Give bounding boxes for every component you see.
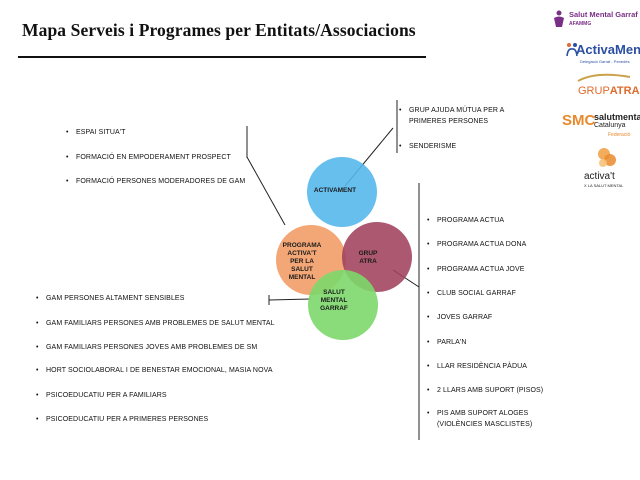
connector-programa bbox=[246, 156, 286, 226]
list-item: LLAR RESIDÈNCIA PÀDUA bbox=[427, 362, 527, 373]
activat-logo: activa't X LA SALUT MENTAL bbox=[578, 146, 636, 196]
bubble-label-salut-mental-garraf: SALUT MENTAL GARRAF bbox=[320, 289, 348, 312]
title-underline bbox=[18, 56, 426, 58]
list-item: PARLA'N bbox=[427, 338, 467, 349]
logo-text: Salut Mental Garraf bbox=[569, 10, 638, 19]
logo-text-atra: ATRA bbox=[609, 85, 640, 97]
logo-subtext: Delegació Garraf - Penedès bbox=[580, 59, 630, 64]
list-item: SENDERISME bbox=[399, 142, 456, 153]
grup-atra-logo: GRUPATRA bbox=[574, 73, 640, 99]
activament-logo: ActivaMent Delegació Garraf - Penedès bbox=[566, 40, 640, 68]
logo-region: Catalunya bbox=[594, 122, 626, 129]
list-item: GAM FAMILIARS PERSONES AMB PROBLEMES DE … bbox=[36, 319, 275, 330]
list-item: HORT SOCIOLABORAL I DE BENESTAR EMOCIONA… bbox=[36, 366, 273, 377]
page-title: Mapa Serveis i Programes per Entitats/As… bbox=[22, 20, 416, 40]
salut-mental-catalunya-logo: SMC salutmental Catalunya Federació bbox=[562, 109, 640, 141]
list-item: PROGRAMA ACTUA DONA bbox=[427, 240, 526, 251]
logo-subtext: AFAMMG bbox=[569, 21, 592, 27]
bubble-label-programa: PROGRAMA ACTIVA'T PER LA SALUT MENTAL bbox=[282, 242, 322, 281]
list-item: ESPAI SITUA'T bbox=[66, 128, 126, 139]
logo-text: activa't bbox=[584, 171, 615, 182]
circles-icon bbox=[598, 148, 616, 167]
list-item: PSICOEDUCATIU PER A FAMILIARS bbox=[36, 391, 167, 402]
heart-person-icon bbox=[554, 10, 564, 27]
connector-salut-mental-garraf bbox=[268, 298, 312, 301]
logo-text: GRUPATRA bbox=[578, 85, 640, 97]
list-item: PIS AMB SUPORT ALOGES (VIOLÈNCIES MASCLI… bbox=[427, 409, 555, 430]
list-item: GAM PERSONES ALTAMENT SENSIBLES bbox=[36, 294, 184, 305]
logo-subtext: X LA SALUT MENTAL bbox=[584, 183, 624, 188]
list-item: PSICOEDUCATIU PER A PRIMERES PERSONES bbox=[36, 415, 208, 426]
logo-mark: SMC bbox=[562, 112, 596, 129]
list-item: CLUB SOCIAL GARRAF bbox=[427, 289, 516, 300]
list-item: GRUP AJUDA MÚTUA PER A PRIMERES PERSONES bbox=[399, 106, 537, 127]
list-item: FORMACIÓ EN EMPODERAMENT PROSPECT bbox=[66, 153, 231, 164]
list-item: FORMACIÓ PERSONES MODERADORES DE GAM bbox=[66, 177, 245, 188]
list-item: 2 LLARS AMB SUPORT (PISOS) bbox=[427, 386, 543, 397]
bubble-salut-mental-garraf bbox=[308, 270, 378, 340]
people-icon bbox=[566, 43, 578, 57]
logo-text: ActivaMent bbox=[576, 42, 640, 57]
logo-text-grup: GRUP bbox=[578, 85, 610, 97]
bubble-label-activament: ACTIVAMENT bbox=[313, 187, 357, 194]
list-item: PROGRAMA ACTUA JOVE bbox=[427, 265, 524, 276]
bubble-label-grup-atra: GRUP ATRA bbox=[358, 250, 378, 265]
salut-mental-garraf-logo: Salut Mental Garraf AFAMMG bbox=[552, 7, 638, 33]
list-item: PROGRAMA ACTUA bbox=[427, 216, 504, 227]
list-item: JOVES GARRAF bbox=[427, 313, 492, 324]
logo-subtext: Federació bbox=[608, 132, 631, 138]
bubble-activament bbox=[307, 157, 377, 227]
list-item: GAM FAMILIARS PERSONES JOVES AMB PROBLEM… bbox=[36, 343, 257, 354]
logo-text: salutmental bbox=[594, 112, 640, 122]
brush-stroke-icon bbox=[577, 73, 631, 82]
